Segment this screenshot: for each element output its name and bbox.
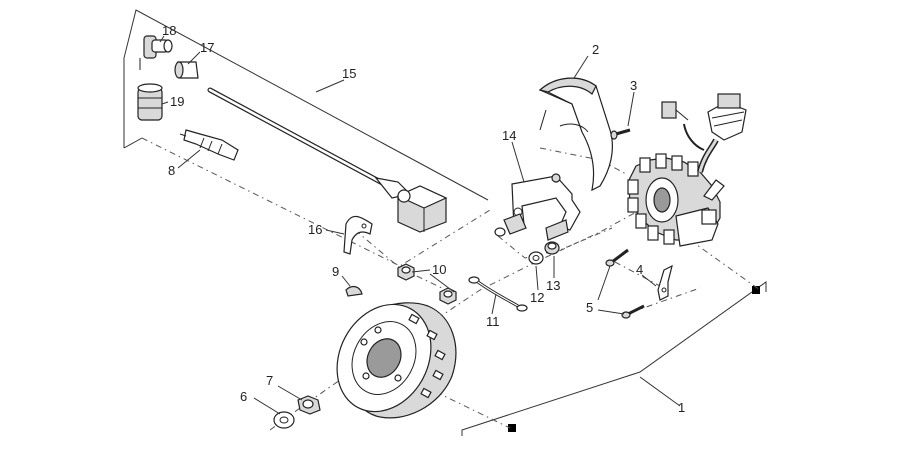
part-18-plug-cap-elbow: [139, 35, 173, 70]
callout-18: 18: [162, 23, 176, 38]
part-10-nut-upper: [397, 263, 415, 281]
callout-9: 9: [332, 264, 339, 279]
part-13-spacer: [544, 241, 560, 255]
callout-11: 11: [486, 314, 500, 329]
part-4-pickup: [657, 264, 673, 301]
reference-marker-2: [752, 286, 760, 294]
callout-7: 7: [266, 373, 273, 388]
part-19-rubber-boot: [137, 83, 163, 121]
part-15-ignition-coil: [207, 87, 448, 233]
flywheel-rotor: [336, 302, 457, 419]
ignition-group-frame: [123, 9, 491, 267]
part-17-sleeve: [174, 61, 199, 79]
stator-assembly: [627, 93, 747, 247]
callout-8: 8: [168, 163, 175, 178]
assembly-axis-lines: [269, 147, 701, 431]
part-5-screw-lower: [621, 304, 645, 319]
part-16-clip: [343, 215, 373, 255]
callout-4: 4: [636, 262, 643, 277]
part-8-spark-plug: [179, 129, 239, 161]
part-14-bracket: [494, 173, 581, 241]
part-5-screw-upper: [605, 248, 629, 267]
part-2-cover: [538, 77, 613, 192]
callout-13: 13: [546, 278, 560, 293]
callout-14: 14: [502, 128, 516, 143]
part-12-washer: [528, 251, 544, 265]
part-3-screw: [610, 128, 631, 140]
part-10-nut-lower: [439, 287, 457, 305]
part-9-woodruff-key: [345, 285, 363, 297]
callout-15: 15: [342, 66, 356, 81]
callout-2: 2: [592, 42, 599, 57]
callout-3: 3: [630, 78, 637, 93]
callout-numbers: 1 2 3 4 5 6 7 8 9 10 11 12 13 14 15 16 1…: [162, 23, 685, 415]
callout-17: 17: [200, 40, 214, 55]
part-7-nut: [297, 395, 321, 415]
part-6-washer: [273, 411, 295, 429]
callout-6: 6: [240, 389, 247, 404]
part-11-ground-cable: [468, 276, 528, 312]
reference-marker-1: [508, 424, 516, 432]
leader-lines: [159, 35, 657, 415]
callout-10: 10: [432, 262, 446, 277]
callout-12: 12: [530, 290, 544, 305]
callout-1: 1: [678, 400, 685, 415]
main-assembly-frame: [435, 239, 767, 436]
callout-5: 5: [586, 300, 593, 315]
callout-19: 19: [170, 94, 184, 109]
callout-16: 16: [308, 222, 322, 237]
